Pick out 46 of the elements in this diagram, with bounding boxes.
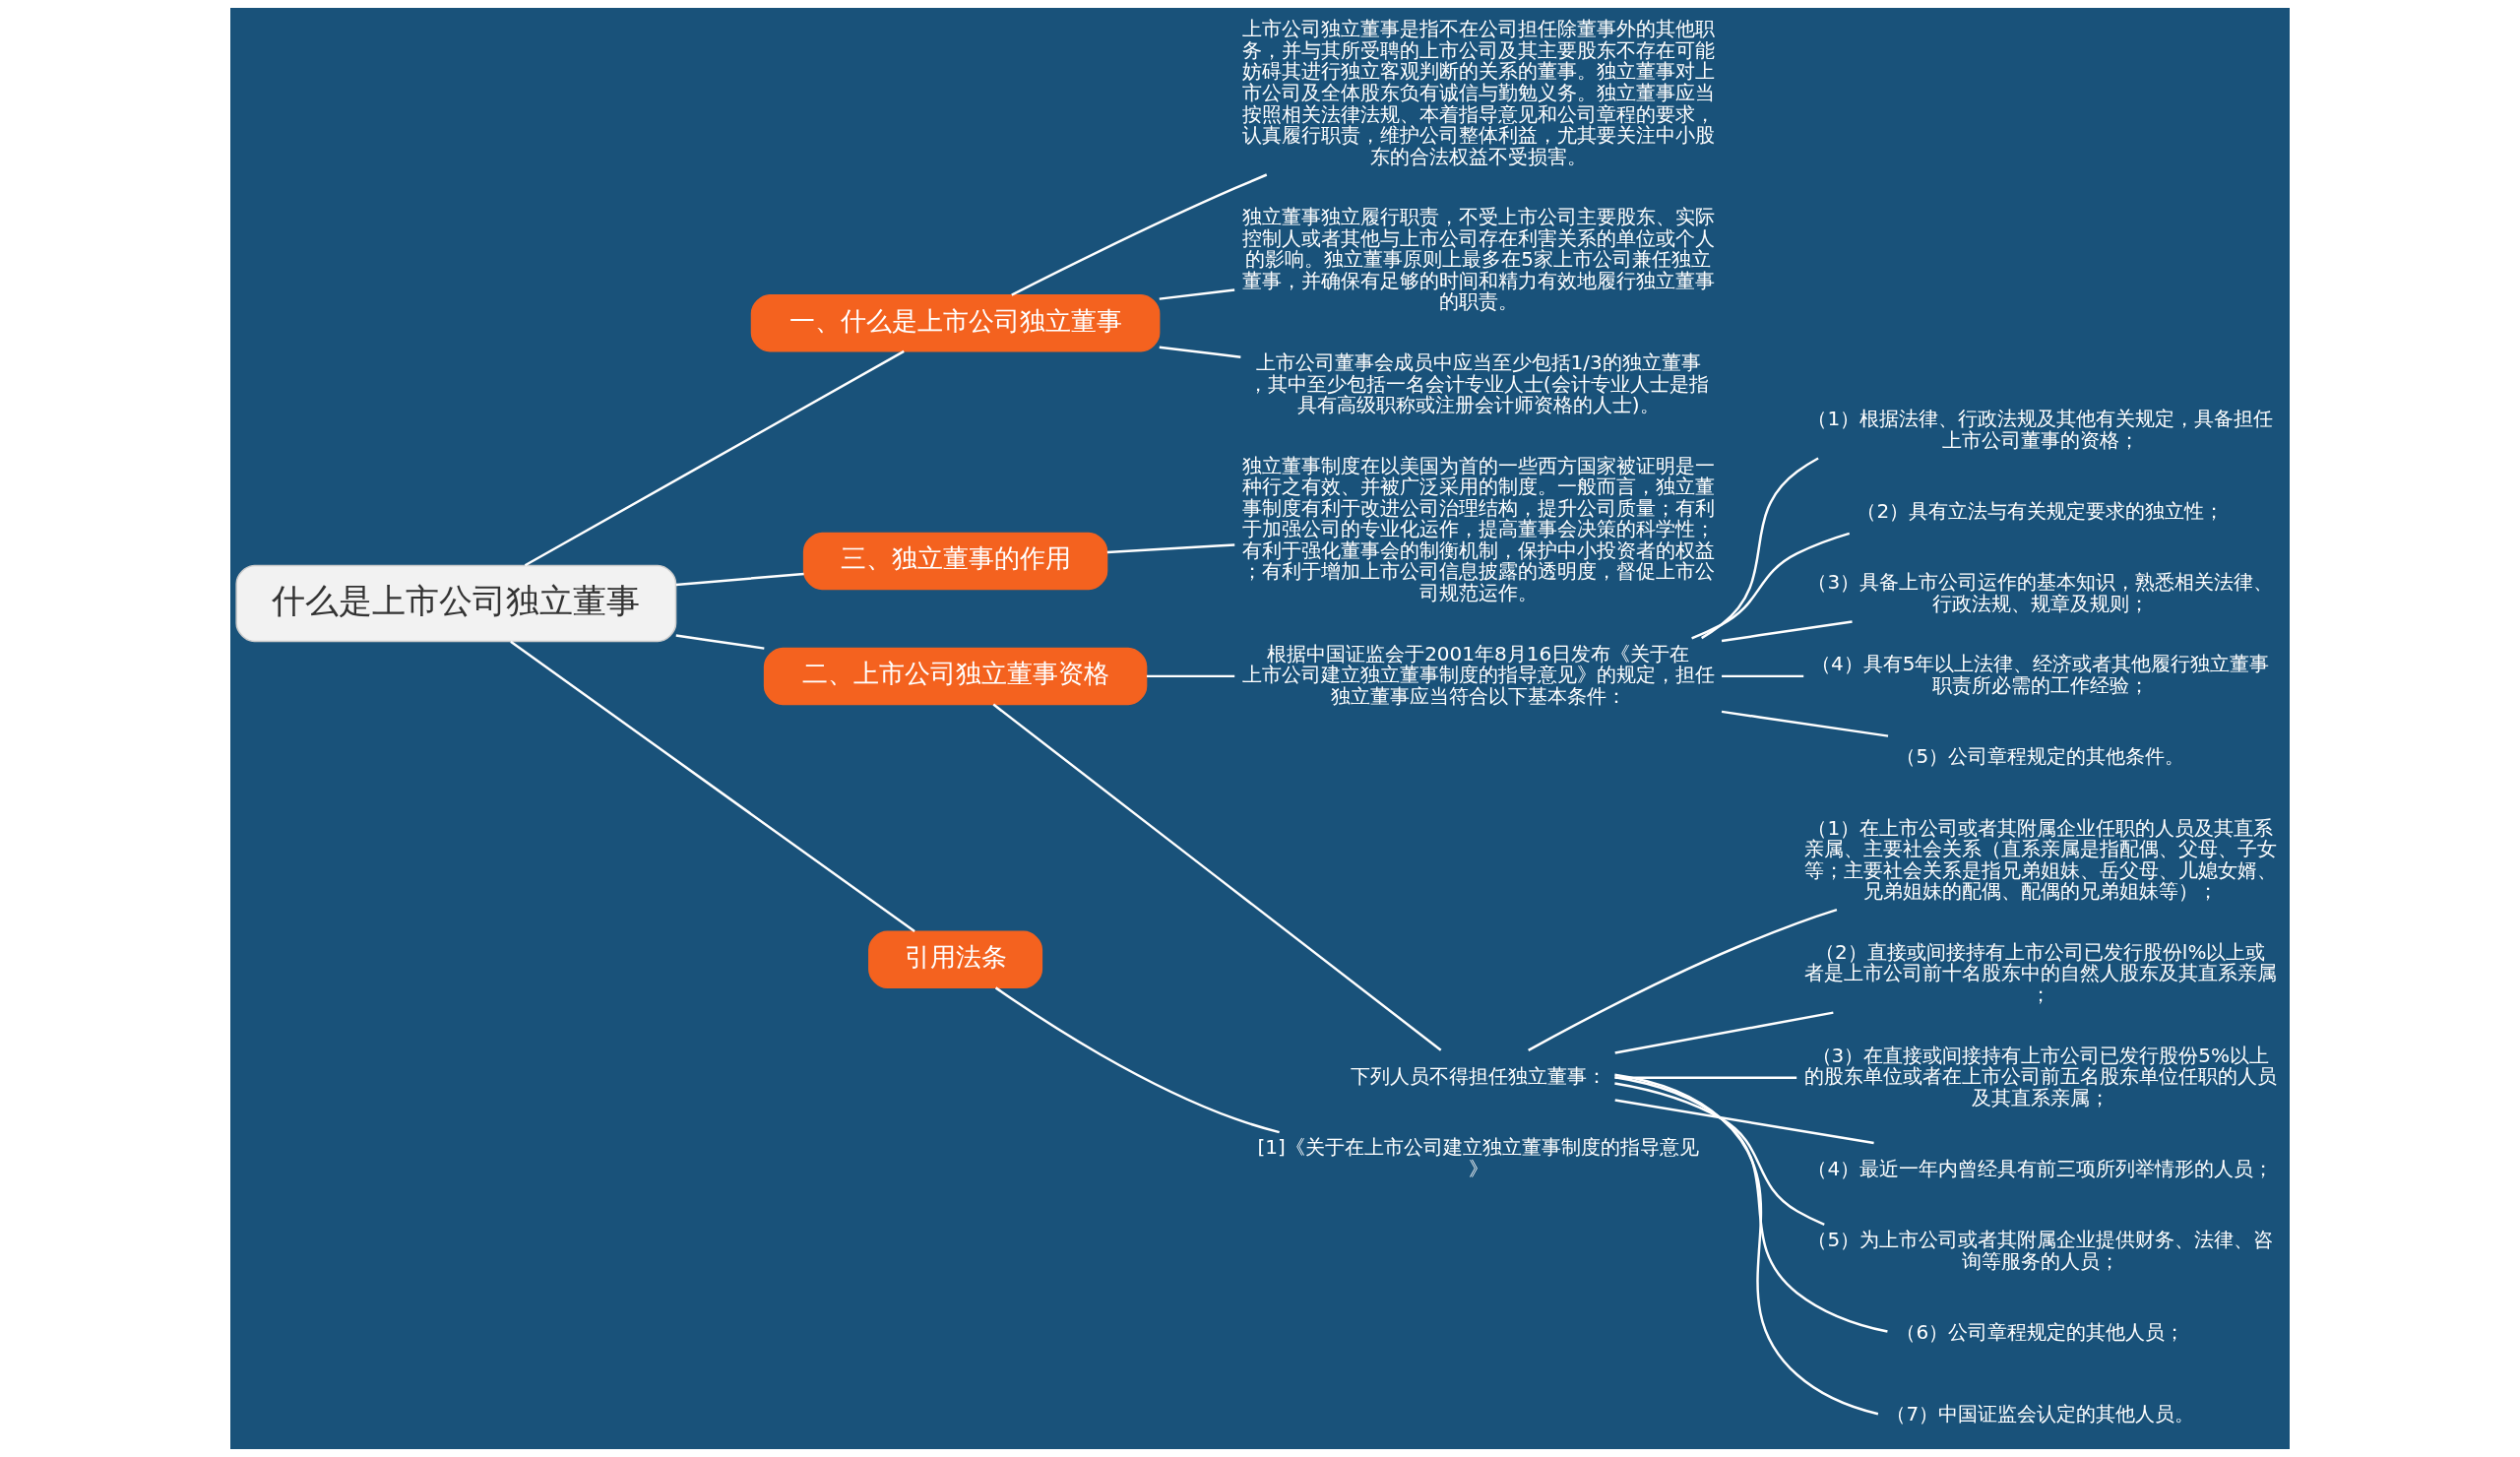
connector [675,634,765,650]
node-text: [1]《关于在上市公司建立独立董事制度的指导意见》 [1257,1135,1699,1180]
connector [1159,288,1235,300]
node-box: 引用法条 [868,930,1043,988]
node-text: 根据中国证监会于2001年8月16日发布《关于在上市公司建立独立董事制度的指导意见》的规定，担任独立董事应当符合以下基本条件： [1241,641,1715,708]
connector [1614,1082,1825,1227]
node-text: 独立董事制度在以美国为首的一些西方国家被证明是一种行之有效、并被广泛采用的制度。一般而言，独立董事制度有利于改进公司治理结构，提升公司质量；有利于加强公司的专业化运作，提高董事会决策的科学性；有利于强化董事会的制衡机制，保护中小投资者的权益；有利于增加上市公司信息披露的透明度，督促上市公司规范运作。 [1241,453,1715,604]
connector [1528,908,1838,1051]
node-text: 独立董事独立履行职责，不受上市公司主要股东、实际控制人或者其他与上市公司存在利害关系的单位或个人的影响。独立董事原则上最多在5家上市公司兼任独立董事，并确保有足够的时间和精力有效地履行独立董事的职责。 [1241,205,1715,314]
connector [1721,710,1889,737]
connector [510,640,915,933]
connector [1159,346,1241,358]
connector [1011,173,1268,296]
node-box: 二、上市公司独立董事资格 [763,647,1148,706]
node-text: （5）公司章程规定的其他条件。 [1896,744,2185,769]
node-text: 上市公司董事会成员中应当至少包括1/3的独立董事，其中至少包括一名会计专业人士(会计专业人士是指具有高级职称或注册会计师资格的人士)。 [1247,350,1709,417]
node-text: （7）中国证监会认定的其他人员。 [1886,1402,2195,1426]
node-text: （4）最近一年内曾经具有前三项所列举情形的人员； [1807,1156,2274,1180]
node-text: 下列人员不得担任独立董事： [1350,1064,1606,1089]
connector [675,572,804,587]
node-box: 什么是上市公司独立董事 [235,564,677,643]
connector [1691,532,1851,640]
connector [1701,457,1819,640]
connector [992,703,1442,1051]
node-text: （4）具有5年以上法律、经济或者其他履行独立董事职责所必需的工作经验； [1811,652,2270,697]
connector [1106,543,1235,554]
node-text: （1）在上市公司或者其附属企业任职的人员及其直系亲属、主要社会关系（直系亲属是指配偶、父母、子女等；主要社会关系是指兄弟姐妹、岳父母、儿媳女婿、兄弟姐妹的配偶、配偶的兄弟姐妹等）； [1803,815,2277,904]
connector [1614,1073,1879,1416]
node-text: （6）公司章程规定的其他人员； [1896,1320,2185,1345]
connector [1614,1076,1888,1333]
node-box: 三、独立董事的作用 [802,532,1108,591]
connector [1614,1099,1874,1145]
connector [1147,674,1235,678]
connector [524,349,905,567]
connector [1614,1011,1834,1054]
node-box: 一、什么是上市公司独立董事 [750,293,1161,352]
connector [1722,674,1804,678]
node-text: （1）根据法律、行政法规及其他有关规定，具备担任上市公司董事的资格； [1807,406,2274,452]
connector [1721,620,1853,643]
node-text: （5）为上市公司或者其附属企业提供财务、法律、咨询等服务的人员； [1807,1228,2274,1273]
node-text: （3）在直接或间接持有上市公司已发行股份5%以上的股东单位或者在上市公司前五名股东单位任职的人员及其直系亲属； [1803,1043,2277,1109]
node-text: （2）具有立法与有关规定要求的独立性； [1857,498,2225,523]
node-text: （3）具备上市公司运作的基本知识，熟悉相关法律、行政法规、规章及规则； [1807,570,2274,615]
connector [994,986,1280,1134]
node-text: （2）直接或间接持有上市公司已发行股份l%以上或者是上市公司前十名股东中的自然人股东及其直系亲属； [1803,939,2277,1006]
node-text: 上市公司独立董事是指不在公司担任除董事外的其他职务，并与其所受聘的上市公司及其主要股东不存在可能妨碍其进行独立客观判断的关系的董事。独立董事对上市公司及全体股东负有诚信与勤勉义务。独立董事应当按照相关法律法规、本着指导意见和公司章程的要求，认真履行职责，维护公司整体利益，尤其要关注中小股东的合法权益不受损害。 [1241,17,1715,168]
